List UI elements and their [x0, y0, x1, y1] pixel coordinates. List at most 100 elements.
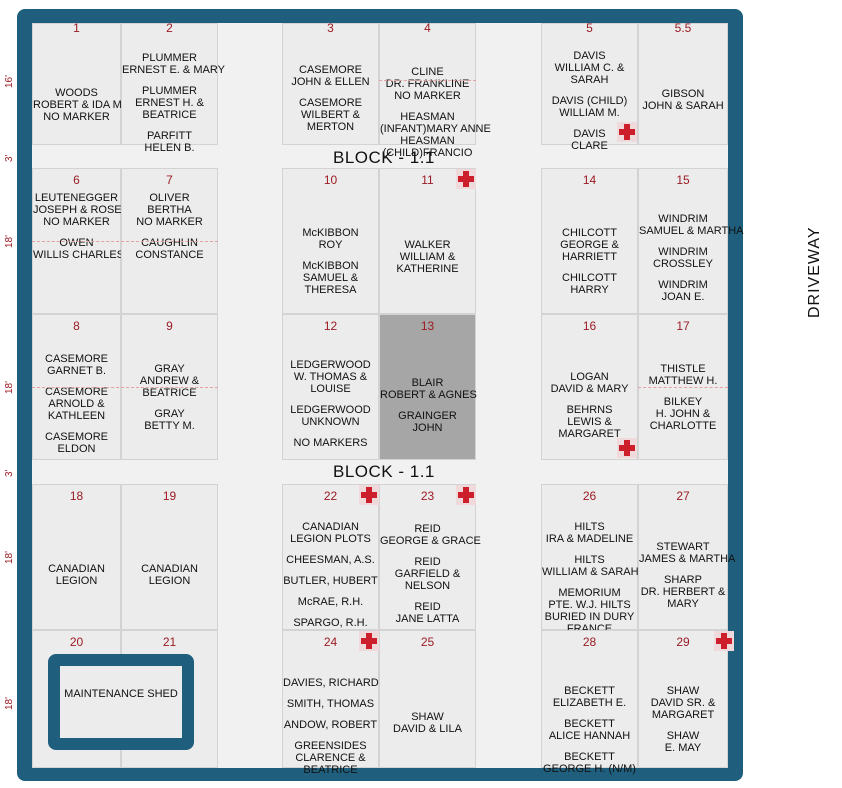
occupant-line: CLINE — [411, 66, 444, 78]
occupant-line: KATHERINE — [396, 263, 459, 275]
half-plot-divider — [32, 241, 218, 242]
occupant-line: E. MAY — [664, 742, 702, 754]
occupant-line: BECKETT — [564, 751, 615, 763]
occupant-line: BECKETT — [564, 685, 615, 697]
plot-number: 29 — [676, 635, 690, 649]
occupant-line: CONSTANCE — [135, 249, 204, 261]
occupant-line: WILBERT & — [301, 109, 360, 121]
occupant-line: MEMORIUM — [558, 587, 621, 599]
occupant-line: LEWIS & — [567, 416, 612, 428]
occupant-line: GRAY — [154, 408, 185, 420]
occupant-line: GRAY — [154, 363, 185, 375]
occupant-line: WINDRIM — [658, 279, 708, 291]
plot-number: 20 — [69, 635, 84, 649]
occupant-line: NO MARKER — [136, 216, 203, 228]
occupant-line: GEORGE & — [560, 239, 619, 251]
occupant-line: WOODS — [55, 87, 98, 99]
plot-number: 14 — [582, 173, 597, 187]
plot-number: 16 — [582, 319, 597, 333]
occupant-line: BURIED IN DURY — [544, 611, 635, 623]
maintenance-shed-label: MAINTENANCE SHED — [64, 688, 178, 700]
half-plot-divider — [638, 387, 728, 388]
occupant-line: NELSON — [404, 580, 451, 592]
occupant-line: REID — [414, 601, 441, 613]
occupant-line: OLIVER — [149, 192, 190, 204]
red-cross-icon — [359, 631, 379, 651]
occupant-line: WILLIAM & — [399, 251, 456, 263]
occupant-line: CANADIAN — [141, 563, 198, 575]
plot-number: 5.5 — [674, 21, 692, 35]
occupant-line: DAVID SR. & — [650, 697, 716, 709]
plot-number: 27 — [676, 489, 690, 503]
occupant-line: McRAE, R.H. — [297, 596, 364, 608]
occupant-line: SARAH — [570, 74, 609, 86]
plot-number: 6 — [73, 173, 80, 187]
row-marker-5: 3' — [4, 469, 15, 477]
plot-number: 1 — [73, 21, 80, 35]
occupant-line: LEUTENEGGER — [34, 192, 119, 204]
occupant-line: CHEESMAN, A.S. — [286, 554, 375, 566]
maintenance-shed: MAINTENANCE SHED — [48, 654, 194, 750]
occupant-line: MATTHEW H. — [648, 375, 718, 387]
occupant-line: ANDREW & — [139, 375, 200, 387]
row-marker-7: 18' — [4, 696, 15, 710]
occupant-line: MARY — [667, 598, 699, 610]
occupant-line: ALICE HANNAH — [548, 730, 631, 742]
occupant-line: SMITH, THOMAS — [286, 698, 375, 710]
occupant-line: HARRIETT — [562, 251, 617, 263]
occupant-line: BEATRICE — [142, 387, 197, 399]
occupant-line: JOHN — [412, 422, 443, 434]
half-plot-divider — [32, 387, 218, 388]
plot-number: 24 — [323, 635, 338, 649]
occupant-line: GREENSIDES — [294, 740, 367, 752]
occupant-entry: BUTLER, HUBERT — [283, 575, 378, 587]
occupant-line: H. JOHN & — [655, 408, 711, 420]
